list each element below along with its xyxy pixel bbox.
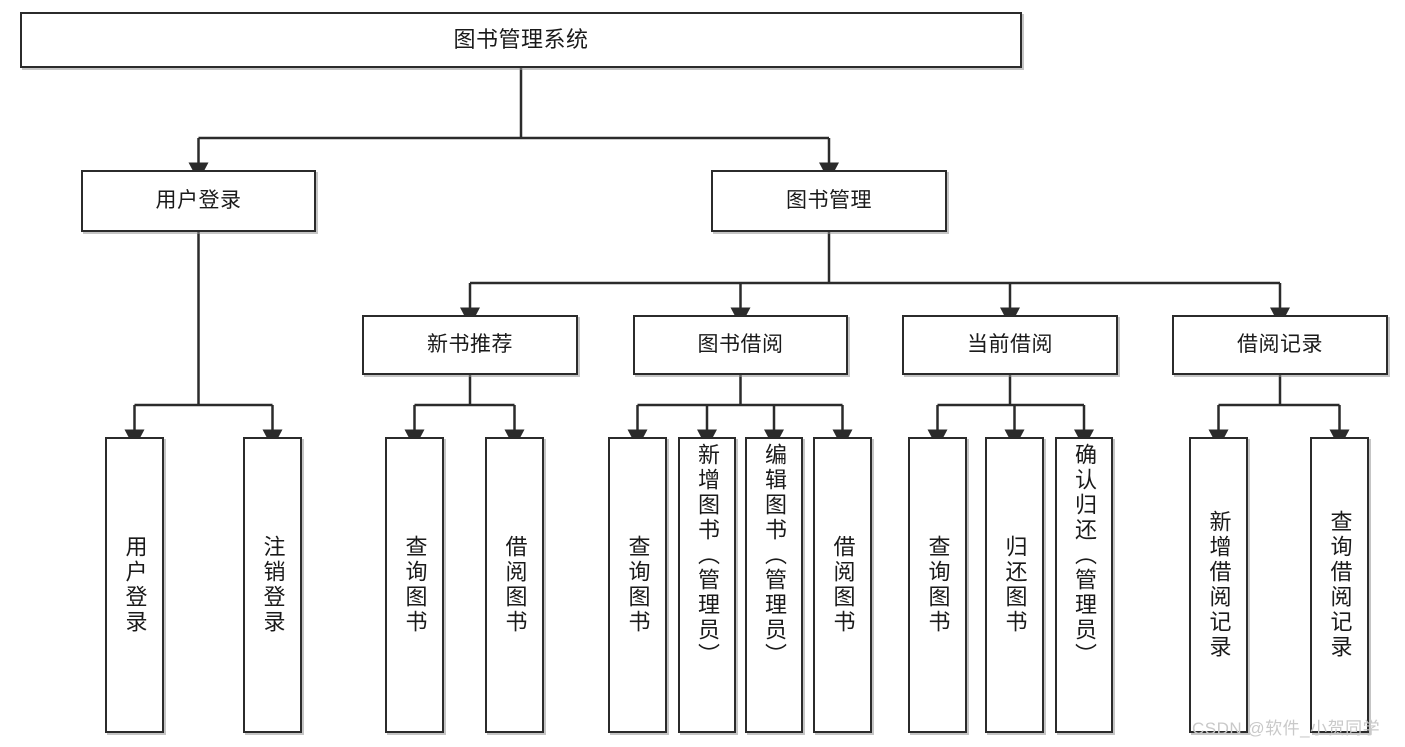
node-label: 当前借阅 [967, 332, 1053, 356]
node-records[interactable]: 借阅记录 [1172, 315, 1388, 375]
node-login[interactable]: 用户登录 [81, 170, 316, 232]
node-leaf-13[interactable]: 查询借阅记录 [1310, 437, 1369, 733]
node-borrow[interactable]: 图书借阅 [633, 315, 848, 375]
node-newbook[interactable]: 新书推荐 [362, 315, 578, 375]
connector-group [124, 68, 1350, 449]
node-label: 归还图书 [1002, 535, 1028, 635]
node-label: 编辑图书（管理员） [762, 443, 787, 668]
node-leaf-5[interactable]: 查询图书 [608, 437, 667, 733]
node-leaf-10[interactable]: 归还图书 [985, 437, 1044, 733]
node-label: 确认归还（管理员） [1072, 443, 1097, 668]
node-label: 注销登录 [260, 535, 286, 635]
node-label: 图书借阅 [697, 332, 784, 356]
node-leaf-6[interactable]: 新增图书（管理员） [678, 437, 736, 733]
node-leaf-4[interactable]: 借阅图书 [485, 437, 544, 733]
node-label: 查询借阅记录 [1327, 510, 1353, 660]
node-leaf-11[interactable]: 确认归还（管理员） [1055, 437, 1113, 733]
node-label: 查询图书 [402, 535, 428, 635]
node-label: 查询图书 [625, 535, 651, 635]
node-leaf-1[interactable]: 用户登录 [105, 437, 164, 733]
node-leaf-12[interactable]: 新增借阅记录 [1189, 437, 1248, 733]
node-leaf-9[interactable]: 查询图书 [908, 437, 967, 733]
csdn-watermark: CSDN @软件_小贺同学 [1192, 719, 1381, 738]
node-bookmgmt[interactable]: 图书管理 [711, 170, 947, 232]
node-label: 用户登录 [122, 535, 148, 635]
node-leaf-7[interactable]: 编辑图书（管理员） [745, 437, 803, 733]
node-label: 借阅图书 [830, 535, 856, 635]
node-label: 用户登录 [155, 188, 242, 212]
node-root[interactable]: 图书管理系统 [20, 12, 1022, 68]
node-current[interactable]: 当前借阅 [902, 315, 1118, 375]
node-label: 图书管理系统 [453, 27, 589, 53]
node-label: 借阅图书 [502, 535, 528, 635]
node-leaf-3[interactable]: 查询图书 [385, 437, 444, 733]
node-label: 新书推荐 [427, 332, 513, 356]
node-label: 借阅记录 [1237, 332, 1323, 356]
node-leaf-8[interactable]: 借阅图书 [813, 437, 872, 733]
node-label: 查询图书 [925, 535, 951, 635]
node-label: 新增借阅记录 [1206, 510, 1232, 660]
node-leaf-2[interactable]: 注销登录 [243, 437, 302, 733]
node-label: 新增图书（管理员） [695, 443, 720, 668]
node-label: 图书管理 [786, 188, 872, 212]
